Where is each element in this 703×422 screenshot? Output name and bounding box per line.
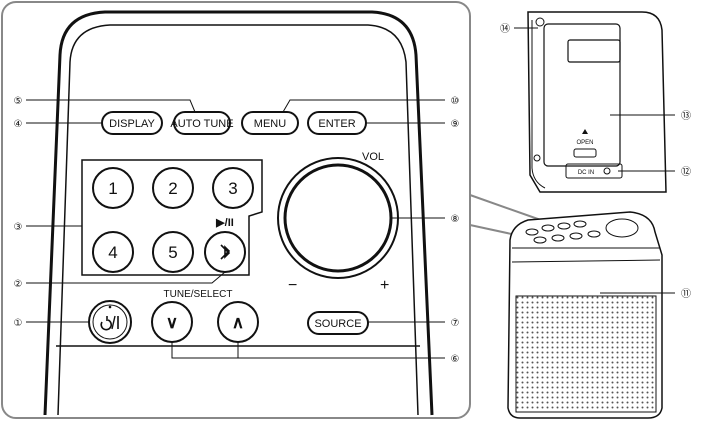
speaker-front-view (507, 211, 663, 419)
callout-11: ⑪ (681, 288, 691, 300)
auto-tune-label: AUTO TUNE (170, 118, 233, 130)
dc-in-label: DC IN (578, 170, 594, 176)
preset-button-2[interactable]: 2 (152, 167, 194, 209)
zoom-frame (1, 1, 471, 419)
tune-down-label: ∨ (166, 313, 178, 332)
callout-6: ⑥ (451, 354, 460, 365)
callout-7: ⑦ (451, 318, 460, 329)
enter-button[interactable]: ENTER (307, 111, 367, 135)
menu-button[interactable]: MENU (241, 111, 299, 135)
callout-14: ⑭ (500, 23, 510, 35)
tune-up-button[interactable]: ∧ (217, 301, 259, 343)
speaker-back-view: OPEN DC IN (527, 11, 667, 193)
preset-button-1[interactable]: 1 (92, 167, 134, 209)
open-label: OPEN (576, 140, 593, 146)
tune-down-button[interactable]: ∨ (151, 301, 193, 343)
callout-5: ⑤ (14, 96, 23, 107)
menu-label: MENU (254, 118, 286, 130)
back-leader-lines (514, 27, 675, 172)
vol-plus-label: + (380, 277, 389, 294)
volume-knob[interactable] (277, 157, 399, 279)
callout-12: ⑫ (681, 166, 691, 178)
preset-label-5: 5 (168, 243, 177, 262)
callout-2: ② (14, 279, 23, 290)
callout-10: ⑩ (451, 96, 460, 107)
bluetooth-icon (220, 244, 231, 260)
preset-label-3: 3 (228, 179, 237, 198)
callout-4: ④ (14, 119, 23, 130)
leader-lines (26, 99, 445, 359)
callout-8: ⑧ (451, 214, 460, 225)
callout-13: ⑬ (681, 110, 691, 122)
power-button[interactable] (88, 300, 132, 344)
vol-label: VOL (362, 151, 384, 163)
tune-select-label: TUNE/SELECT (164, 289, 233, 300)
tune-up-label: ∧ (232, 313, 244, 332)
display-label: DISPLAY (109, 118, 155, 130)
display-button[interactable]: DISPLAY (101, 111, 163, 135)
vol-minus-label: − (288, 277, 297, 294)
auto-tune-button[interactable]: AUTO TUNE (170, 111, 234, 135)
preset-group-box (81, 159, 263, 276)
preset-label-4: 4 (108, 243, 117, 262)
preset-button-4[interactable]: 4 (92, 231, 134, 273)
panel-outline (43, 10, 434, 416)
callout-1: ① (14, 318, 23, 329)
enter-label: ENTER (318, 118, 355, 130)
source-button[interactable]: SOURCE (307, 311, 369, 335)
bluetooth-button[interactable] (204, 231, 246, 273)
preset-button-5[interactable]: 5 (152, 231, 194, 273)
callout-3: ③ (14, 222, 23, 233)
preset-button-3[interactable]: 3 (212, 167, 254, 209)
source-label: SOURCE (314, 318, 361, 330)
power-icon (100, 315, 119, 331)
callout-9: ⑨ (451, 119, 460, 130)
preset-label-2: 2 (168, 179, 177, 198)
panel-inner-outline (57, 24, 419, 416)
play-pause-label: ▶/II (215, 217, 234, 229)
speaker-grille (515, 295, 657, 413)
preset-label-1: 1 (108, 179, 117, 198)
